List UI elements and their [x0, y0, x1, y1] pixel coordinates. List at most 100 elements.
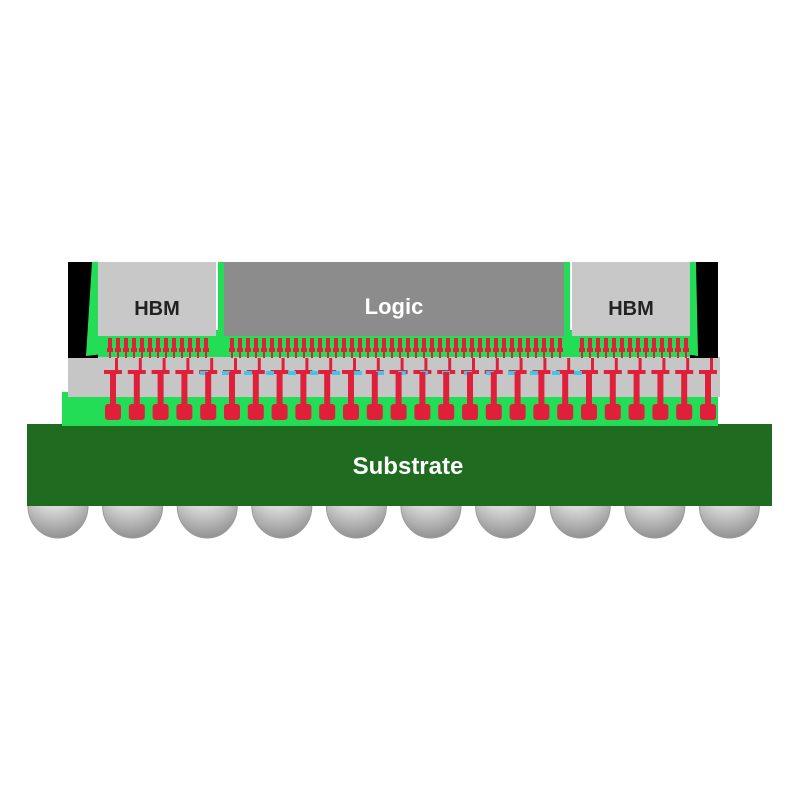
micro-bump	[580, 338, 584, 348]
micro-bump-pad	[611, 348, 617, 352]
micro-bump	[438, 338, 442, 348]
micro-bump	[294, 338, 298, 348]
tsv	[657, 372, 664, 408]
micro-bump	[350, 338, 354, 348]
micro-bump	[422, 338, 426, 348]
micro-bump	[238, 338, 242, 348]
c4-bump	[485, 404, 502, 420]
micro-bump-pad	[253, 348, 259, 352]
hbm-die-left	[98, 262, 216, 336]
micro-bump-via	[181, 352, 183, 358]
micro-bump-via	[279, 352, 281, 358]
tsv	[395, 372, 402, 408]
rdl-via-blue	[552, 371, 560, 375]
micro-bump-via	[287, 352, 289, 358]
micro-bump-pad	[163, 348, 169, 352]
micro-bump	[180, 338, 184, 348]
substrate	[27, 424, 772, 506]
tsv	[467, 372, 473, 408]
micro-bump-via	[311, 352, 313, 358]
micro-bump-via	[487, 352, 489, 358]
micro-bump	[398, 338, 402, 348]
c4-bump	[414, 404, 431, 420]
micro-bump-via	[431, 352, 433, 358]
micro-bump-via	[383, 352, 385, 358]
tsv	[514, 372, 521, 408]
micro-bump-pad	[237, 348, 243, 352]
micro-bump	[478, 338, 482, 348]
micro-bump	[604, 338, 608, 348]
micro-bump-pad	[317, 348, 323, 352]
micro-bump-pad	[635, 348, 641, 352]
micro-bump	[502, 338, 506, 348]
micro-bump	[430, 338, 434, 348]
micro-bump-pad	[445, 348, 451, 352]
logic-die	[224, 262, 564, 336]
micro-bump	[310, 338, 314, 348]
micro-bump	[326, 338, 330, 348]
underfill-fillet-left	[86, 262, 120, 356]
rdl-via	[472, 358, 475, 372]
tsv	[229, 372, 235, 408]
c4-bump	[509, 404, 526, 420]
micro-bump-via	[197, 352, 199, 358]
tsv	[133, 372, 140, 408]
micro-bump-via	[581, 352, 583, 358]
micro-bump-pad	[147, 348, 153, 352]
micro-bump-via	[263, 352, 265, 358]
micro-bump-via	[543, 352, 545, 358]
c4-bump	[652, 404, 669, 420]
micro-bump-pad	[541, 348, 547, 352]
micro-bump	[188, 338, 192, 348]
rdl-via-blue	[244, 371, 252, 375]
tsv	[300, 372, 307, 408]
rdl-via	[210, 358, 214, 372]
rdl-via	[353, 358, 356, 372]
micro-bump-pad	[389, 348, 395, 352]
rdl-via-blue	[398, 371, 406, 375]
micro-bump-pad	[293, 348, 299, 352]
micro-bump-via	[415, 352, 417, 358]
tsv	[324, 372, 331, 408]
micro-bump-pad	[179, 348, 185, 352]
micro-bump-via	[343, 352, 345, 358]
rdl-via-blue	[200, 371, 208, 375]
micro-bump-via	[479, 352, 481, 358]
micro-bump-pad	[461, 348, 467, 352]
micro-bump-via	[637, 352, 639, 358]
micro-bump-pad	[309, 348, 315, 352]
micro-bump	[414, 338, 418, 348]
micro-bump-pad	[131, 348, 137, 352]
micro-bump	[374, 338, 378, 348]
micro-bump-pad	[405, 348, 411, 352]
micro-bump	[628, 338, 632, 348]
micro-bump-via	[141, 352, 143, 358]
micro-bump	[116, 338, 120, 348]
micro-bump-pad	[477, 348, 483, 352]
rdl-via	[591, 358, 594, 372]
micro-bump-pad	[269, 348, 275, 352]
micro-bump-via	[157, 352, 159, 358]
rdl-via	[376, 358, 380, 372]
tsv	[562, 372, 569, 408]
rdl-via	[234, 358, 237, 372]
micro-bump	[534, 338, 538, 348]
tsv	[252, 372, 259, 408]
micro-bump-via	[471, 352, 473, 358]
c4-bump	[200, 404, 217, 420]
micro-bump-via	[205, 352, 207, 358]
tsv	[371, 372, 378, 408]
micro-bump	[278, 338, 282, 348]
micro-bump-pad	[397, 348, 403, 352]
c4-bump	[105, 404, 121, 420]
micro-bump-pad	[501, 348, 507, 352]
micro-bump	[612, 338, 616, 348]
rdl-via-blue	[574, 371, 582, 375]
micro-bump	[164, 338, 168, 348]
c4-bump	[295, 404, 312, 420]
rdl-via	[710, 358, 713, 372]
micro-bump-via	[511, 352, 513, 358]
micro-bump-via	[503, 352, 505, 358]
micro-bump-via	[407, 352, 409, 358]
micro-bump-via	[399, 352, 401, 358]
